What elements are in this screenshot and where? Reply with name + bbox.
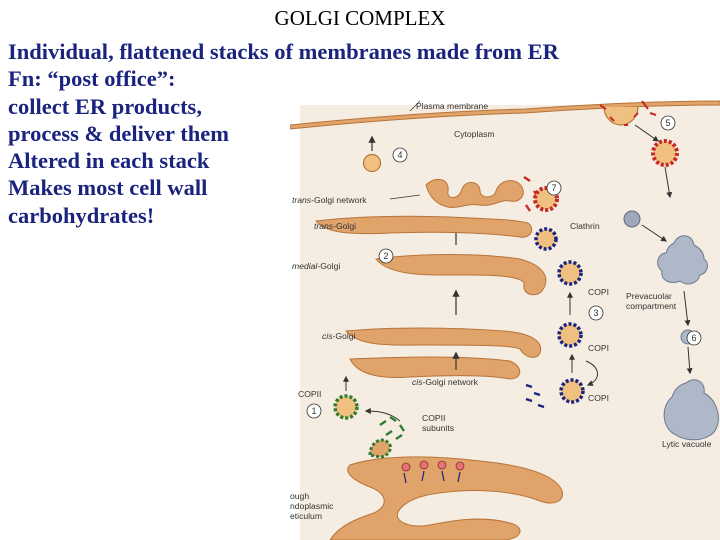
arrow-endocytosis [634, 124, 659, 142]
svg-text:3: 3 [593, 308, 598, 318]
golgi-diagram: Plasma membrane Cytoplasm trans-Golgi ne… [290, 100, 720, 540]
svg-text:2: 2 [383, 251, 388, 261]
label-copii-subunits-1: COPII [422, 413, 445, 423]
label-copi-1: COPI [588, 287, 609, 297]
step-marker-4: 4 [392, 147, 408, 163]
copi-vesicles [525, 227, 585, 409]
arrow-to-prevacuolar-2 [641, 224, 667, 242]
label-rough-er-3: eticulum [290, 511, 322, 521]
label-rough-er-2: ndoplasmic [290, 501, 334, 511]
prevacuolar-compartment [657, 235, 708, 285]
label-rough-er-1: ough [290, 491, 309, 501]
bullet-carbohydrates: carbohydrates! [8, 202, 155, 228]
step-marker-1: 1 [306, 403, 322, 419]
step-marker-7: 7 [546, 180, 562, 196]
bullet-list: Individual, flattened stacks of membrane… [8, 38, 559, 229]
label-plasma-membrane: Plasma membrane [416, 101, 488, 111]
label-prevacuolar-2: compartment [626, 301, 677, 311]
label-copii: COPII [298, 389, 321, 399]
bullet-altered: Altered in each stack [8, 148, 210, 174]
step-marker-3: 3 [588, 305, 604, 321]
trans-golgi-network [425, 178, 524, 208]
rough-endoplasmic-reticulum [329, 456, 563, 540]
step-marker-6: 6 [686, 330, 702, 346]
exocytosis-vesicle [599, 100, 657, 126]
er-exit-bud [368, 438, 392, 459]
label-copi-3: COPI [588, 393, 609, 403]
arrow-to-vacuolar-vesicle [683, 290, 691, 327]
step-marker-2: 2 [378, 248, 394, 264]
bullet-process: process & deliver them [8, 120, 230, 146]
bullet-cell-wall: Makes most cell wall [8, 175, 208, 201]
secretory-vesicle [362, 153, 382, 173]
bullet-collect: collect ER products, [8, 93, 202, 119]
bullet-definition: Individual, flattened stacks of membrane… [8, 39, 559, 64]
svg-text:1: 1 [311, 406, 316, 416]
arrow-retrograde-curve [585, 360, 598, 386]
plasma-membrane [290, 100, 720, 130]
label-prevacuolar-1: Prevacuolar [626, 291, 672, 301]
svg-text:5: 5 [665, 118, 670, 128]
arrow-to-prevacuolar-1 [664, 166, 673, 199]
trans-golgi-cisterna [315, 215, 533, 238]
cis-golgi-network [349, 356, 521, 380]
label-trans-golgi: trans-Golgi [314, 221, 356, 231]
cis-golgi-cisterna [344, 327, 542, 358]
plasma-membrane-pointer [409, 100, 421, 112]
arrow-er-to-golgi-curve [364, 408, 401, 422]
label-cytoplasm: Cytoplasm [454, 129, 495, 139]
lytic-vacuole [663, 379, 719, 441]
label-cis-golgi: cis-Golgi [322, 331, 356, 341]
svg-text:6: 6 [691, 333, 696, 343]
label-copi-2: COPI [588, 343, 609, 353]
label-trans-golgi-network: trans-Golgi network [292, 195, 367, 205]
label-clathrin: Clathrin [570, 221, 600, 231]
svg-text:7: 7 [551, 183, 556, 193]
step-marker-5: 5 [660, 115, 676, 131]
copii-subunits [379, 416, 405, 440]
medial-golgi-cisterna [375, 254, 547, 296]
slide-title: GOLGI COMPLEX [274, 6, 446, 30]
label-copii-subunits-2: subunits [422, 423, 454, 433]
label-medial-golgi: medial-Golgi [292, 261, 340, 271]
tgn-pointer [389, 194, 421, 200]
clathrin-vesicle-upper [651, 139, 679, 167]
transport-vesicle-right [623, 210, 641, 228]
label-cis-golgi-network: cis-Golgi network [412, 377, 479, 387]
copii-vesicle [333, 394, 359, 420]
label-lytic-vacuole: Lytic vacuole [662, 439, 712, 449]
bullet-function: Fn: “post office”: [8, 66, 176, 92]
svg-text:4: 4 [397, 150, 402, 160]
ribosomes [401, 460, 465, 484]
arrow-to-lytic-vacuole [686, 346, 693, 375]
